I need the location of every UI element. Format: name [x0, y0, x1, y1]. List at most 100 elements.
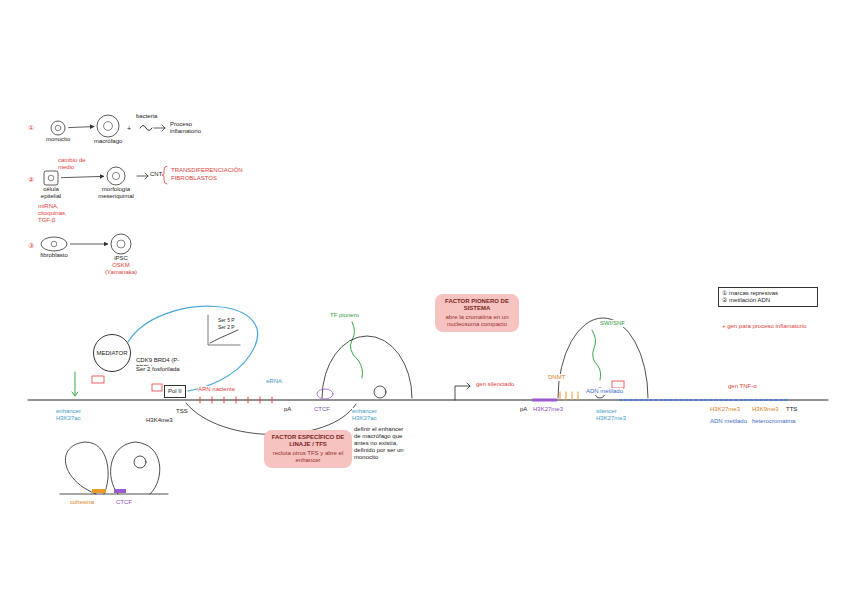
cell-node: célula epitelial: [36, 170, 66, 200]
cell-membrane: [51, 121, 65, 135]
note-body: abre la cromatina en un nucleosoma compa…: [440, 314, 514, 328]
arrow-symbol: [137, 173, 148, 179]
note-heading: FACTOR ESPECÍFICO DE LINAJE / TFS: [269, 434, 347, 448]
annotation: ②: [28, 176, 34, 184]
cell-node: iPSCOSKM (Yamanaka): [96, 233, 146, 276]
cell-node: morfología mesenquimal: [96, 166, 136, 200]
annotation: Ser 5 P: [218, 318, 235, 324]
annotation: H3K27me3: [533, 406, 563, 413]
annotation: TF pionero: [330, 312, 359, 319]
annotation: silencer H3K27me3: [596, 408, 632, 422]
box-text: ① marcas represivas: [722, 290, 814, 297]
nucleus: [112, 172, 119, 179]
nucleus: [48, 175, 54, 181]
dna-line: [28, 400, 828, 401]
cell-label: célula epitelial: [36, 186, 66, 200]
ctcf-symbol: [317, 389, 333, 399]
dnmt-ticks: [560, 392, 578, 400]
nucleosome: [374, 386, 386, 398]
nucleus: [55, 125, 61, 131]
note-body: recluta otros TFS y abre el enhancer: [269, 450, 347, 464]
cell-label: morfología mesenquimal: [96, 186, 136, 200]
graph-axes: [208, 315, 240, 345]
cell-node: macrófago: [94, 114, 122, 145]
chromatin-loop: [65, 442, 108, 494]
cell-membrane: [44, 171, 58, 185]
annotation: TTS: [786, 406, 797, 413]
connector-arrow: [61, 176, 104, 177]
complex-circle: MEDIATOR: [93, 334, 131, 372]
annotation: SWI/SNF: [600, 320, 625, 327]
cell-membrane: [107, 167, 125, 185]
annotation: FIBROBLASTOS: [171, 175, 217, 182]
silencer-segment: [533, 399, 556, 402]
annotation: +: [127, 125, 131, 133]
annotation: pA: [284, 406, 291, 413]
annotation: TRANSDIFERENCIACIÓN: [171, 167, 243, 174]
annotation: CNT: [150, 171, 162, 178]
cell-outline: [43, 170, 59, 186]
ctd-curve: [128, 306, 258, 391]
cell-membrane: [41, 237, 67, 251]
annotation: eRNA: [266, 378, 282, 385]
methylated-region: [620, 399, 790, 401]
cell-outline: [110, 233, 132, 255]
annotation: cohesina: [70, 499, 94, 506]
annotation: bacteria: [136, 113, 157, 120]
annotation: H3K4me3: [146, 417, 173, 424]
annotation: definir el enhancer de macrófago que ant…: [354, 426, 404, 460]
cohesin-ring: [92, 489, 106, 493]
annotation: H3K9me3: [752, 406, 779, 413]
annotation: ADN metilado: [710, 418, 747, 425]
annotation: TSS: [176, 408, 188, 415]
cell-outline: [96, 114, 120, 138]
cell-membrane: [111, 234, 131, 254]
note-heading: FACTOR PIONERO DE SISTEMA: [440, 298, 514, 312]
histone-mark: [612, 381, 624, 388]
chromatin-arc: [558, 318, 648, 398]
chromatin-arc: [322, 336, 412, 398]
connector-arrow: [68, 127, 94, 128]
histone-mark: [152, 384, 162, 391]
green-arrow: [72, 372, 78, 396]
annotation: CTCF: [116, 499, 132, 506]
annotation: + gen para proceso inflamatorio: [722, 323, 807, 330]
cell-label: iPSC: [114, 255, 128, 262]
annotation: miRNA, citoquinas, TGF-β: [38, 203, 78, 224]
complex-name: MEDIATOR: [96, 350, 127, 357]
annotation: gen TNF-α: [728, 383, 757, 390]
annotation: H3K27me3: [710, 406, 740, 413]
note-box: FACTOR PIONERO DE SISTEMA abre la cromati…: [435, 294, 519, 332]
connector-arrow: [70, 244, 108, 245]
cell-outline: [50, 120, 66, 136]
cell-node: fibroblasto: [40, 236, 68, 259]
exon-ticks: [200, 397, 272, 403]
cell-outline: [106, 166, 126, 186]
cell-label: macrófago: [94, 138, 122, 145]
box-text: Pol II: [168, 388, 182, 395]
green-factor: [350, 322, 362, 378]
note-box: FACTOR ESPECÍFICO DE LINAJE / TFS recluta…: [264, 430, 352, 468]
label-box: Pol II: [164, 385, 186, 398]
graph-line: [210, 330, 238, 343]
cell-node: monocito: [46, 120, 70, 143]
cell-label: monocito: [46, 136, 70, 143]
bracket: [162, 166, 167, 184]
annotation: Proceso inflamatorio: [170, 121, 210, 135]
green-factor: [592, 330, 601, 380]
annotation: Ser 2 P: [218, 325, 235, 331]
box-text: ② metilación ADN: [722, 297, 814, 304]
annotation: CTCF: [314, 406, 330, 413]
cell-label: fibroblasto: [40, 252, 68, 259]
annotation: enhancer H3K27ac: [56, 408, 92, 422]
annotation: gen silenciado: [476, 381, 514, 388]
cell-outline: [40, 236, 68, 252]
annotation: heterocromatina: [752, 418, 795, 425]
annotation: pA: [520, 406, 527, 413]
bacteria-symbol: [140, 126, 152, 131]
tss-arrow: [455, 383, 470, 400]
ctcf-mark: [114, 489, 126, 493]
annotation: ①: [28, 124, 34, 132]
annotation: ARN naciente: [198, 386, 235, 393]
